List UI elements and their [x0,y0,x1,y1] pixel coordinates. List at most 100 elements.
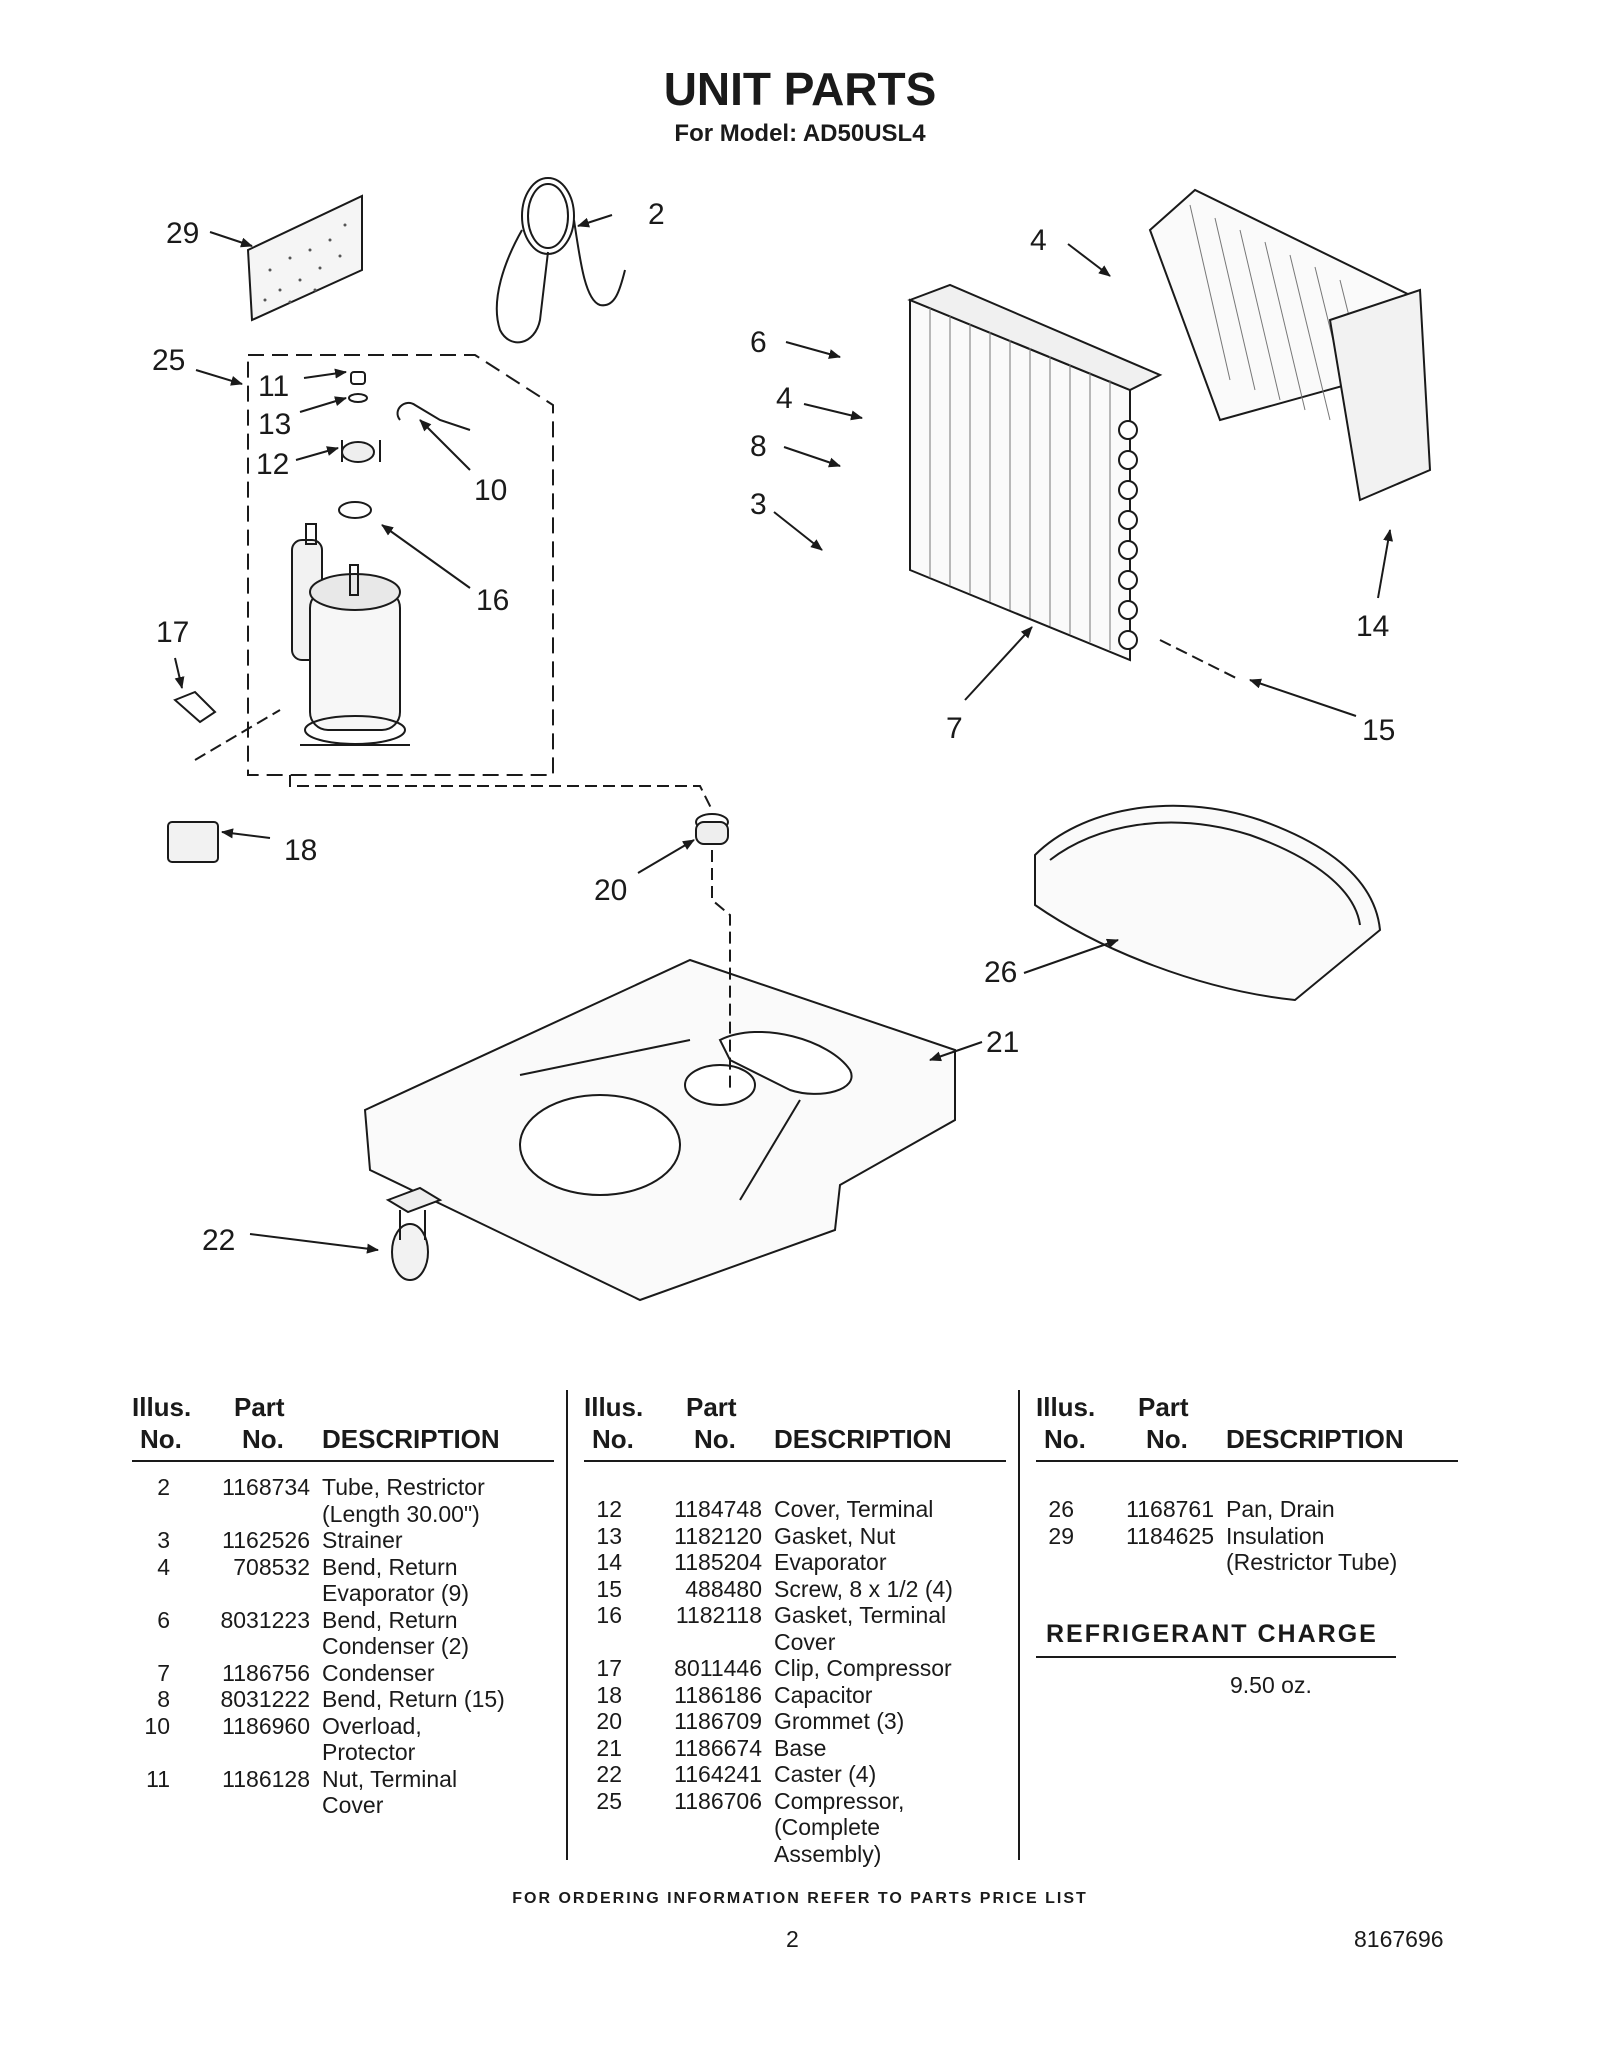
table-row: Condenser (2) [132,1633,554,1660]
part-description: Caster (4) [774,1761,877,1787]
description-header: DESCRIPTION [774,1424,952,1454]
part-number: 1186706 [674,1787,762,1814]
callout-25: 25 [152,344,185,377]
illus-number: 12 [596,1496,622,1522]
part-description: Assembly) [774,1840,882,1867]
part-number: 1168761 [1126,1496,1214,1522]
part-description: Bend, Return [322,1606,458,1633]
callout-20: 20 [594,874,627,907]
part-number: 1182120 [674,1522,762,1549]
model-subtitle: For Model: AD50USL4 [674,120,926,147]
part-description: Screw, 8 x 1/2 (4) [774,1575,953,1602]
part-description: Base [774,1734,827,1761]
page-number: 2 [786,1926,799,1952]
part-header: No. [1146,1424,1188,1454]
part-description: Pan, Drain [1226,1496,1335,1522]
callout-22: 22 [202,1224,235,1257]
part-description: Condenser [322,1659,435,1686]
part-number: 1162526 [222,1527,310,1553]
document-number: 8167696 [1354,1926,1444,1952]
part-number: 8031223 [220,1606,310,1633]
table-row: (Restrictor Tube) [1036,1549,1458,1576]
illus-number: 26 [1048,1496,1074,1522]
illus-number: 3 [157,1527,170,1553]
illus-number: 4 [157,1553,170,1580]
illus-header: Illus. [132,1392,192,1422]
part-number: 1184748 [674,1496,762,1522]
illus-header: No. [592,1424,634,1454]
description-header: DESCRIPTION [322,1424,500,1454]
part-description: Bend, Return [322,1553,458,1580]
part-description: Overload, [322,1712,422,1739]
part-description: Capacitor [774,1681,873,1708]
part-number: 8011446 [674,1655,762,1681]
part-description: (Length 30.00") [322,1500,480,1527]
part-description: Protector [322,1739,416,1765]
illus-header: Illus. [1036,1392,1096,1422]
table-row: Cover [132,1792,554,1819]
restrictor-tube-drawing [495,177,626,344]
callout-16: 16 [476,584,509,617]
part-number: 1186186 [674,1681,762,1708]
part-description: Tube, Restrictor [322,1474,485,1500]
evaporator-drawing [1148,188,1432,502]
illus-number: 8 [157,1686,170,1712]
part-header: Part [1138,1392,1189,1422]
part-description: (Complete [774,1814,881,1840]
refrigerant-charge-heading: REFRIGERANT CHARGE [1046,1620,1378,1648]
column-divider [1018,1390,1020,1860]
illus-number: 20 [596,1708,622,1734]
callout-10: 10 [474,474,507,507]
insulation-panel-drawing [246,194,363,322]
callout-29: 29 [166,217,199,250]
illus-header: Illus. [584,1392,644,1422]
illus-number: 16 [596,1602,622,1628]
drain-pan-drawing [1034,804,1382,1002]
compressor-drawing [291,371,471,746]
illus-header: No. [140,1424,182,1454]
table-row: Cover [584,1629,1006,1656]
part-header: No. [694,1424,736,1454]
part-description: Evaporator (9) [322,1580,470,1606]
illus-number: 29 [1048,1522,1074,1549]
table-row: Protector [132,1739,554,1766]
part-number: 1186756 [222,1659,310,1686]
refrigerant-charge-value: 9.50 oz. [1230,1672,1312,1698]
callout-12: 12 [256,448,289,481]
page-title: UNIT PARTS [663,63,937,115]
callout-3: 3 [750,488,767,521]
callout-15: 15 [1362,714,1395,747]
illus-number: 22 [596,1761,622,1787]
table-row: Assembly) [584,1841,1006,1868]
illus-number: 17 [596,1655,622,1681]
callout-4-condenser: 4 [776,382,793,415]
illus-number: 10 [144,1712,170,1739]
refrigerant-divider [1036,1656,1396,1658]
part-description: Gasket, Nut [774,1522,896,1549]
part-number: 488480 [685,1575,762,1602]
callout-2: 2 [648,198,665,231]
compressor-clip-drawing [173,690,217,724]
part-header: Part [686,1392,737,1422]
part-description: Cover [322,1792,384,1818]
part-number: 1186960 [222,1712,310,1739]
part-description: Condenser (2) [322,1633,470,1659]
callout-6: 6 [750,326,767,359]
condenser-drawing [907,283,1163,662]
callout-7: 7 [946,712,963,745]
part-description: Compressor, [774,1787,905,1814]
part-number: 1186674 [674,1734,762,1761]
table-row: Evaporator (9) [132,1580,554,1607]
